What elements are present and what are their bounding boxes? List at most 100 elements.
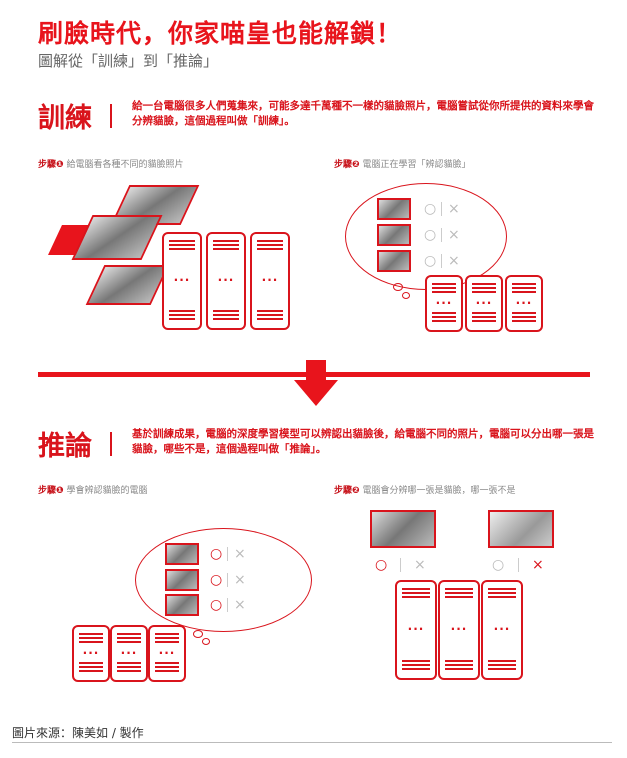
server-line (213, 310, 239, 312)
server-line (117, 662, 141, 664)
server-line (257, 314, 283, 316)
server-icon: ··· (206, 232, 246, 330)
step-text: 學會辨認貓臉的電腦 (66, 486, 148, 496)
wrong-mark: × (448, 227, 460, 243)
server-line (155, 637, 179, 639)
server-line (169, 318, 195, 320)
step-text: 電腦會分辨哪一張是貓臉，哪一張不是 (362, 486, 516, 496)
server-line (488, 660, 516, 662)
thought-dot (393, 283, 403, 291)
mark-separator (400, 558, 401, 572)
server-line (213, 244, 239, 246)
correct-mark: ○ (210, 572, 223, 588)
server-icon: ··· (481, 580, 523, 680)
training-description: 給一台電腦很多人們蒐集來，可能多達千萬種不一樣的貓臉照片，電腦嘗試從你所提供的資… (132, 100, 594, 127)
server-line (257, 310, 283, 312)
server-dots: ··· (82, 645, 100, 660)
server-line (402, 660, 430, 662)
server-line (432, 283, 456, 285)
cat-photo (85, 265, 170, 305)
server-line (402, 588, 430, 590)
server-dots: ··· (515, 295, 533, 310)
inference-description: 基於訓練成果，電腦的深度學習模型可以辨認出貓臉後，給電腦不同的照片，電腦可以分出… (132, 428, 594, 455)
server-line (512, 287, 536, 289)
mark-separator (441, 254, 442, 268)
server-line (472, 283, 496, 285)
page-subtitle: 圖解從「訓練」到「推論」 (38, 52, 219, 70)
correct-mark: ○ (375, 557, 388, 573)
server-line (445, 592, 473, 594)
step-label: 步驟❷ (334, 160, 360, 170)
server-line (472, 312, 496, 314)
server-line (488, 668, 516, 670)
server-dots: ··· (493, 622, 511, 636)
wrong-mark: × (448, 253, 460, 269)
training-heading: 訓練 (38, 103, 92, 134)
inference-heading: 推論 (38, 431, 92, 462)
server-line (512, 320, 536, 322)
step-label: 步驟❷ (334, 486, 360, 496)
server-line (155, 662, 179, 664)
server-line (117, 637, 141, 639)
wrong-mark: × (234, 572, 246, 588)
server-icon: ··· (505, 275, 543, 332)
server-line (79, 662, 103, 664)
correct-mark: ○ (492, 557, 505, 573)
heading-divider (110, 432, 112, 456)
server-line (402, 592, 430, 594)
step-text: 電腦正在學習「辨認貓臉」 (362, 160, 471, 170)
training-step-2: 步驟❷ 電腦正在學習「辨認貓臉」 (334, 157, 471, 170)
server-icon: ··· (465, 275, 503, 332)
cat-photo (370, 510, 436, 548)
server-line (117, 641, 141, 643)
server-line (512, 316, 536, 318)
server-line (472, 287, 496, 289)
server-line (155, 633, 179, 635)
wrong-mark: × (532, 557, 544, 573)
page-title: 刷臉時代，你家喵皇也能解鎖！ (38, 19, 403, 48)
heading-divider (110, 104, 112, 128)
server-line (169, 310, 195, 312)
mark-separator (441, 228, 442, 242)
server-icon: ··· (438, 580, 480, 680)
server-line (155, 670, 179, 672)
server-line (402, 664, 430, 666)
server-line (432, 312, 456, 314)
wrong-mark: × (448, 201, 460, 217)
server-line (512, 291, 536, 293)
server-line (488, 664, 516, 666)
server-line (402, 668, 430, 670)
server-line (402, 596, 430, 598)
server-line (445, 668, 473, 670)
server-icon: ··· (395, 580, 437, 680)
server-line (213, 240, 239, 242)
server-icon: ··· (72, 625, 110, 682)
server-line (257, 240, 283, 242)
cat-photo (165, 594, 199, 616)
server-line (445, 664, 473, 666)
correct-mark: ○ (424, 253, 437, 269)
cat-photo (377, 198, 411, 220)
cat-photo (377, 224, 411, 246)
server-line (488, 592, 516, 594)
mark-separator (441, 202, 442, 216)
step-label: 步驟❶ (38, 486, 64, 496)
server-line (257, 244, 283, 246)
server-line (169, 248, 195, 250)
mark-separator (518, 558, 519, 572)
server-line (79, 637, 103, 639)
server-line (445, 596, 473, 598)
server-line (169, 244, 195, 246)
server-line (79, 641, 103, 643)
server-line (432, 316, 456, 318)
server-line (472, 291, 496, 293)
server-line (472, 316, 496, 318)
server-dots: ··· (450, 622, 468, 636)
correct-mark: ○ (210, 597, 223, 613)
server-line (488, 596, 516, 598)
server-line (117, 666, 141, 668)
server-line (445, 660, 473, 662)
mark-separator (227, 598, 228, 612)
caption-rule (12, 742, 612, 743)
